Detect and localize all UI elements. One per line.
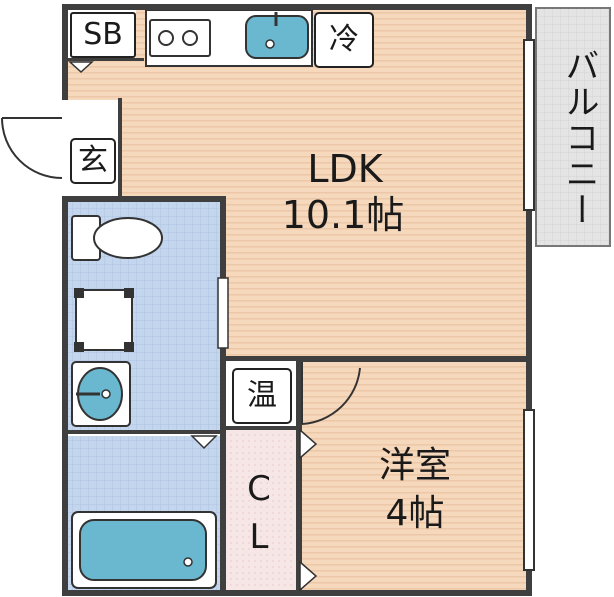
- western-room-floor: [300, 360, 528, 592]
- shoebox-label: SB: [70, 12, 136, 58]
- western-room-door: [301, 362, 361, 425]
- shoebox-door: [68, 61, 94, 74]
- refrigerator-label: 冷: [314, 12, 374, 68]
- bathtub-icon: [71, 511, 217, 589]
- closet-doors: [299, 428, 318, 592]
- stove-burner-left: [158, 30, 174, 46]
- wash-basin-icon: [71, 361, 131, 427]
- balcony-label: バルコニー: [559, 48, 599, 228]
- balcony-window: [523, 39, 535, 211]
- entrance-label: 玄: [70, 138, 116, 184]
- water-heater-label: 温: [232, 368, 292, 424]
- walls: [62, 4, 532, 596]
- closet-floor: [226, 430, 298, 592]
- ldk-size: 10.1帖: [281, 193, 405, 237]
- balcony-area: [535, 7, 611, 247]
- kitchen-faucet-icon: [265, 39, 275, 49]
- ldk-name: LDK: [307, 147, 383, 191]
- stove-burner-right: [182, 30, 198, 46]
- stove-icon: [149, 19, 211, 57]
- washing-machine-pan-icon: [74, 288, 134, 352]
- western-room-name: 洋室: [378, 445, 451, 486]
- closet-label-l: L: [249, 517, 269, 557]
- toilet-icon: [71, 215, 163, 261]
- western-room-window: [523, 409, 535, 571]
- western-room-size: 4帖: [385, 493, 445, 534]
- closet-label-c: C: [247, 469, 271, 509]
- entrance-door: [1, 117, 63, 179]
- ldk-inner-window: [217, 277, 229, 349]
- bathroom-door: [190, 435, 218, 450]
